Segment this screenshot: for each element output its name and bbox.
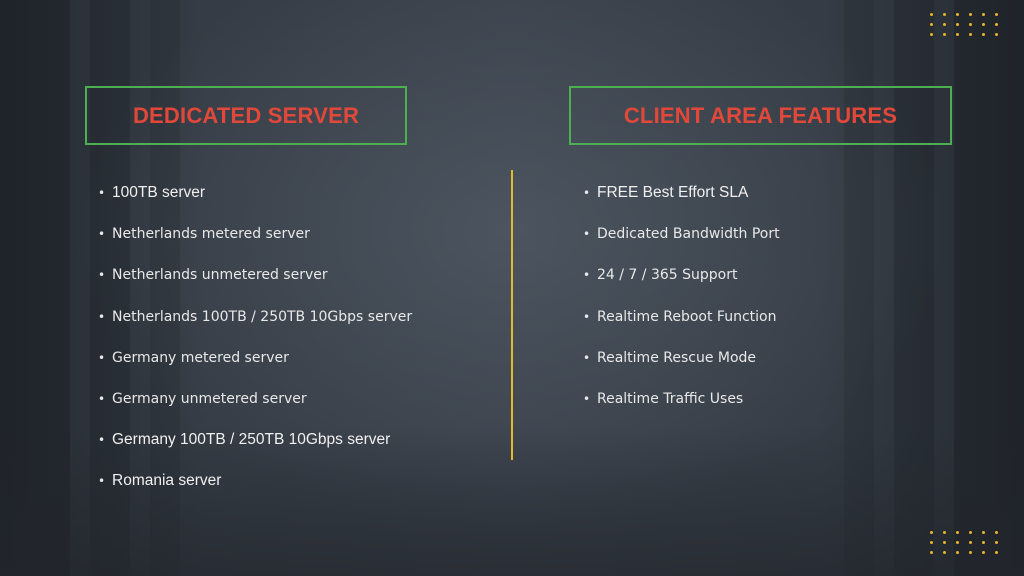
list-item: •Netherlands metered server bbox=[98, 226, 310, 243]
list-item: •Germany metered server bbox=[98, 349, 289, 366]
dedicated-server-heading-box: DEDICATED SERVER bbox=[85, 86, 407, 145]
list-item: •Germany 100TB / 250TB 10Gbps server bbox=[98, 431, 391, 449]
bullet-icon: • bbox=[98, 309, 106, 324]
list-item: •Realtime Reboot Function bbox=[583, 308, 777, 325]
client-area-features-heading-box: CLIENT AREA FEATURES bbox=[569, 86, 952, 145]
bullet-icon: • bbox=[583, 268, 591, 283]
bullet-icon: • bbox=[98, 186, 106, 200]
decorative-dot-grid bbox=[930, 13, 1001, 36]
bullet-icon: • bbox=[98, 433, 106, 448]
list-item: •100TB server bbox=[98, 184, 206, 201]
dedicated-server-list: •100TB server •Netherlands metered serve… bbox=[98, 184, 412, 514]
list-item: •Realtime Traffic Uses bbox=[583, 390, 744, 407]
dedicated-server-heading: DEDICATED SERVER bbox=[132, 102, 360, 128]
bullet-icon: • bbox=[583, 227, 591, 242]
list-item: •Netherlands 100TB / 250TB 10Gbps server bbox=[98, 308, 413, 325]
list-item: •Netherlands unmetered server bbox=[98, 267, 328, 284]
client-area-features-list: •FREE Best Effort SLA •Dedicated Bandwid… bbox=[583, 184, 780, 431]
decorative-dot-grid bbox=[930, 531, 1001, 554]
list-item: •Germany unmetered server bbox=[98, 390, 307, 407]
bullet-icon: • bbox=[583, 350, 591, 365]
list-item: •FREE Best Effort SLA bbox=[583, 184, 749, 201]
list-item: •Romania server bbox=[98, 472, 222, 490]
bullet-icon: • bbox=[98, 391, 106, 406]
client-area-features-heading: CLIENT AREA FEATURES bbox=[623, 102, 898, 128]
bullet-icon: • bbox=[98, 268, 106, 283]
bullet-icon: • bbox=[583, 186, 591, 200]
list-item: •Dedicated Bandwidth Port bbox=[583, 226, 780, 243]
bullet-icon: • bbox=[583, 309, 591, 324]
column-divider bbox=[511, 170, 513, 460]
bullet-icon: • bbox=[98, 350, 106, 365]
list-item: •Realtime Rescue Mode bbox=[583, 349, 757, 366]
list-item: •24 / 7 / 365 Support bbox=[583, 267, 738, 284]
bullet-icon: • bbox=[583, 391, 591, 406]
bullet-icon: • bbox=[98, 474, 106, 489]
bullet-icon: • bbox=[98, 227, 106, 242]
